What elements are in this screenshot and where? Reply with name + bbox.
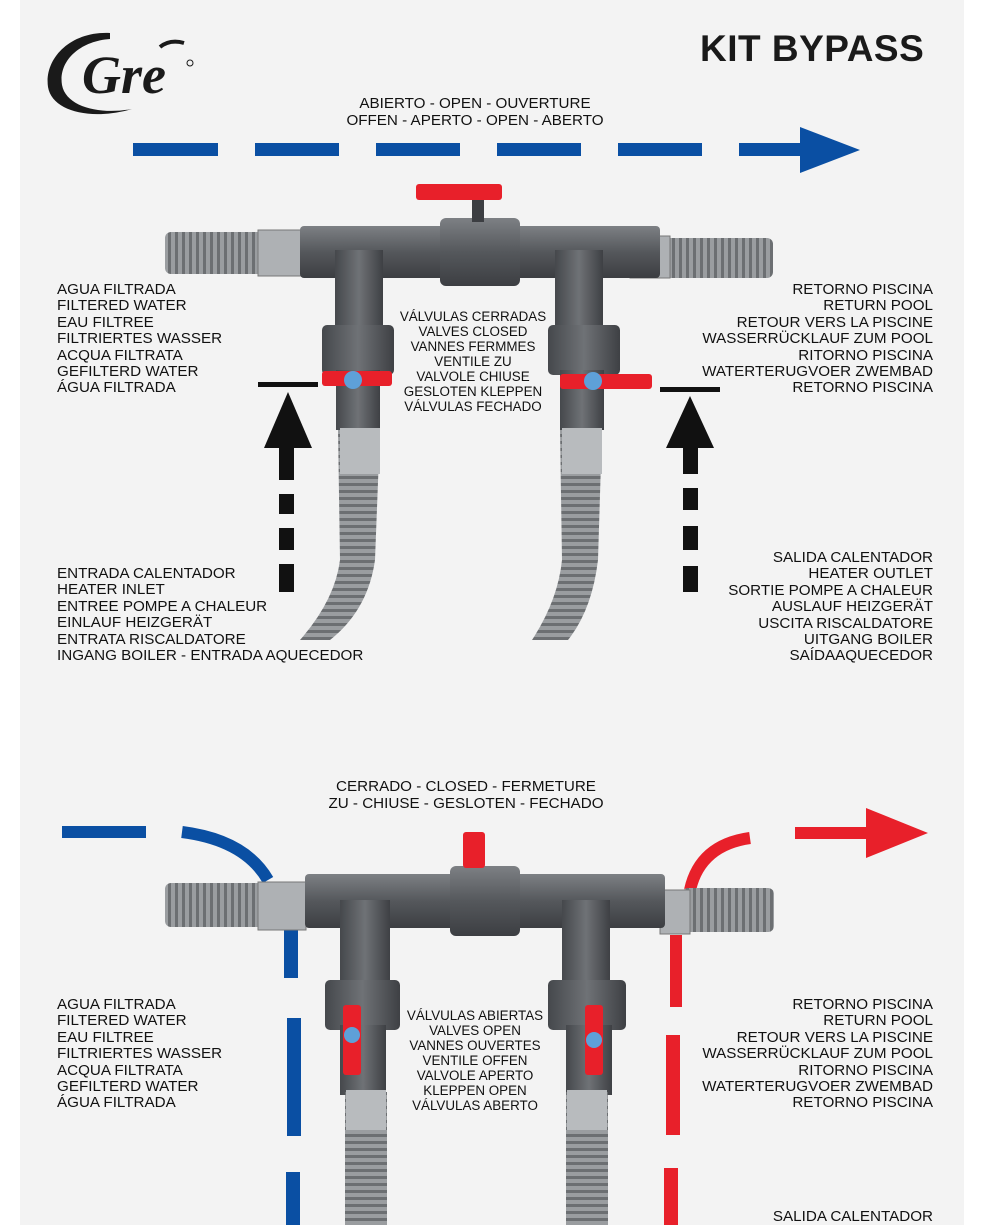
bottom-heater-outlet-label: SALIDA CALENTADOR bbox=[772, 1208, 933, 1225]
top-black-arrow-left bbox=[258, 382, 318, 592]
top-black-arrow-right bbox=[660, 387, 720, 592]
page-title: KIT BYPASS bbox=[700, 28, 925, 69]
top-return-pool-label: RETORNO PISCINA RETURN POOL RETOUR VERS … bbox=[702, 281, 933, 397]
bottom-valves-label: VÁLVULAS ABIERTAS VALVES OPEN VANNES OUV… bbox=[406, 1008, 544, 1113]
top-state-label: ABIERTO - OPEN - OUVERTURE OFFEN - APERT… bbox=[346, 95, 604, 129]
bottom-red-flow-path bbox=[664, 808, 928, 1225]
bottom-filtered-water-label: AGUA FILTRADA FILTERED WATER EAU FILTREE… bbox=[57, 996, 223, 1112]
top-bypass-assembly bbox=[165, 184, 773, 640]
bottom-return-pool-label: RETORNO PISCINA RETURN POOL RETOUR VERS … bbox=[702, 996, 933, 1112]
top-filtered-water-label: AGUA FILTRADA FILTERED WATER EAU FILTREE… bbox=[57, 281, 223, 397]
logo-text: Gre bbox=[82, 45, 166, 105]
top-heater-outlet-label: SALIDA CALENTADOR HEATER OUTLET SORTIE P… bbox=[728, 549, 933, 665]
bottom-state-label: CERRADO - CLOSED - FERMETURE ZU - CHIUSE… bbox=[328, 778, 604, 812]
top-valves-label: VÁLVULAS CERRADAS VALVES CLOSED VANNES F… bbox=[399, 309, 547, 414]
gre-logo: Gre bbox=[47, 32, 194, 115]
bottom-bypass-assembly bbox=[165, 832, 774, 1225]
bottom-blue-flow-path bbox=[62, 826, 301, 1225]
diagram-panel bbox=[20, 0, 964, 1225]
top-blue-flow-arrow bbox=[133, 127, 860, 173]
top-heater-inlet-label: ENTRADA CALENTADOR HEATER INLET ENTREE P… bbox=[57, 565, 364, 665]
